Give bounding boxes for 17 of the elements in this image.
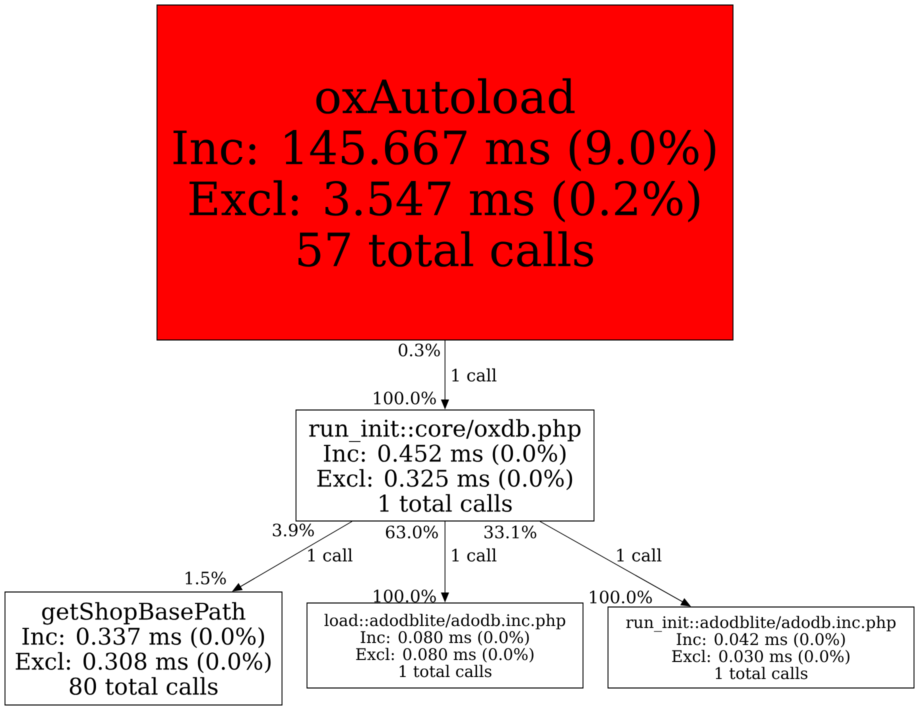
function-box: run_init::core/oxdb.php Inc: 0.452 ms (0.0%) Excl: 0.325 ms (0.0%) 1 total calls — [296, 410, 594, 522]
edge-label: 1 call — [452, 548, 496, 562]
edge-label: 1 call — [617, 548, 662, 562]
edge-label: 1 call — [452, 368, 496, 382]
percentage-label: 1.5% — [186, 572, 226, 584]
percentage-label: 3.9% — [272, 524, 314, 536]
percentage-label: 63.0% — [386, 526, 438, 538]
percentage-label: 33.1% — [484, 526, 536, 538]
function-box: load::adodblite/adodb.inc.php Inc: 0.080 ms (0.0%) Excl: 0.080 ms (0.0%) 1 total calls — [306, 602, 584, 688]
function-box: run_init::adodblite/adodb.inc.php Inc: 0.042 ms (0.0%) Excl: 0.030 ms (0.0%) 1 total calls — [608, 606, 914, 688]
percentage-label: 0.3% — [398, 344, 440, 356]
percentage-label: 100.0% — [374, 392, 436, 404]
function-box: getShopBasePath Inc: 0.337 ms (0.0%) Excl: 0.308 ms (0.0%) 80 total calls — [4, 592, 282, 706]
percentage-label: 100.0% — [374, 590, 436, 602]
edge-label: 1 call — [308, 548, 352, 562]
percentage-label: 100.0% — [590, 590, 652, 604]
function-box: oxAutoload Inc: 145.667 ms (9.0%) Excl: 3.547 ms (0.2%) 57 total calls — [156, 4, 734, 340]
